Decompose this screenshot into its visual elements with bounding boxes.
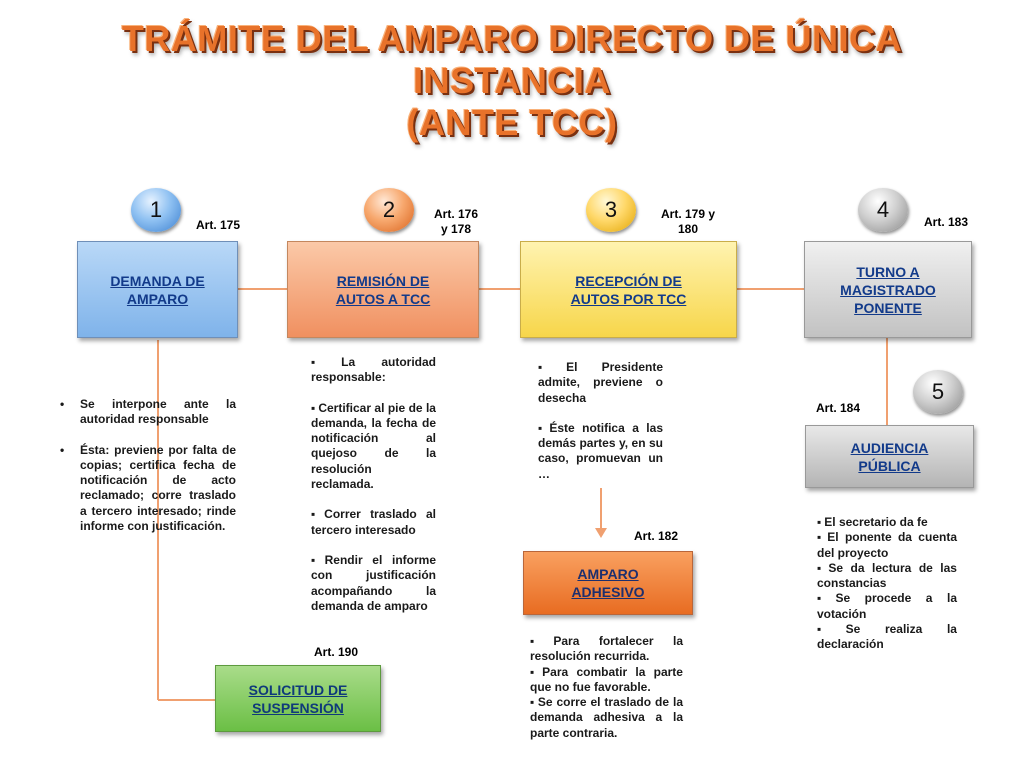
step-1-art: Art. 175 bbox=[196, 218, 241, 232]
step-4-circle: 4 bbox=[858, 188, 908, 232]
turno-magistrado-box: TURNO A MAGISTRADO PONENTE bbox=[804, 241, 972, 338]
arrow-head bbox=[595, 528, 607, 538]
step-1-circle: 1 bbox=[131, 188, 181, 232]
step-5-art: Art. 184 bbox=[816, 401, 861, 415]
demanda-notes: Se interpone ante la autoridad responsab… bbox=[58, 397, 236, 549]
remision-notes: La autoridad responsable: Certificar al … bbox=[311, 355, 436, 614]
step-3-circle: 3 bbox=[586, 188, 636, 232]
demanda-de-amparo-box: DEMANDA DE AMPARO bbox=[77, 241, 238, 338]
step-4-art: Art. 183 bbox=[924, 215, 969, 229]
audiencia-publica-box: AUDIENCIA PÚBLICA bbox=[805, 425, 974, 488]
adhesivo-art: Art. 182 bbox=[634, 529, 679, 543]
audiencia-notes: El secretario da fe El ponente da cuenta… bbox=[817, 515, 957, 653]
recepcion-de-autos-box: RECEPCIÓN DE AUTOS POR TCC bbox=[520, 241, 737, 338]
remision-de-autos-box: REMISIÓN DE AUTOS A TCC bbox=[287, 241, 479, 338]
page-title: TRÁMITE DEL AMPARO DIRECTO DE ÚNICA INST… bbox=[121, 18, 903, 143]
adhesivo-notes: Para fortalecer la resolución recurrida.… bbox=[530, 634, 683, 741]
step-2-circle: 2 bbox=[364, 188, 414, 232]
recepcion-notes: El Presidente admite, previene o desecha… bbox=[538, 360, 663, 482]
step-5-circle: 5 bbox=[913, 370, 963, 414]
suspension-art: Art. 190 bbox=[314, 645, 359, 659]
